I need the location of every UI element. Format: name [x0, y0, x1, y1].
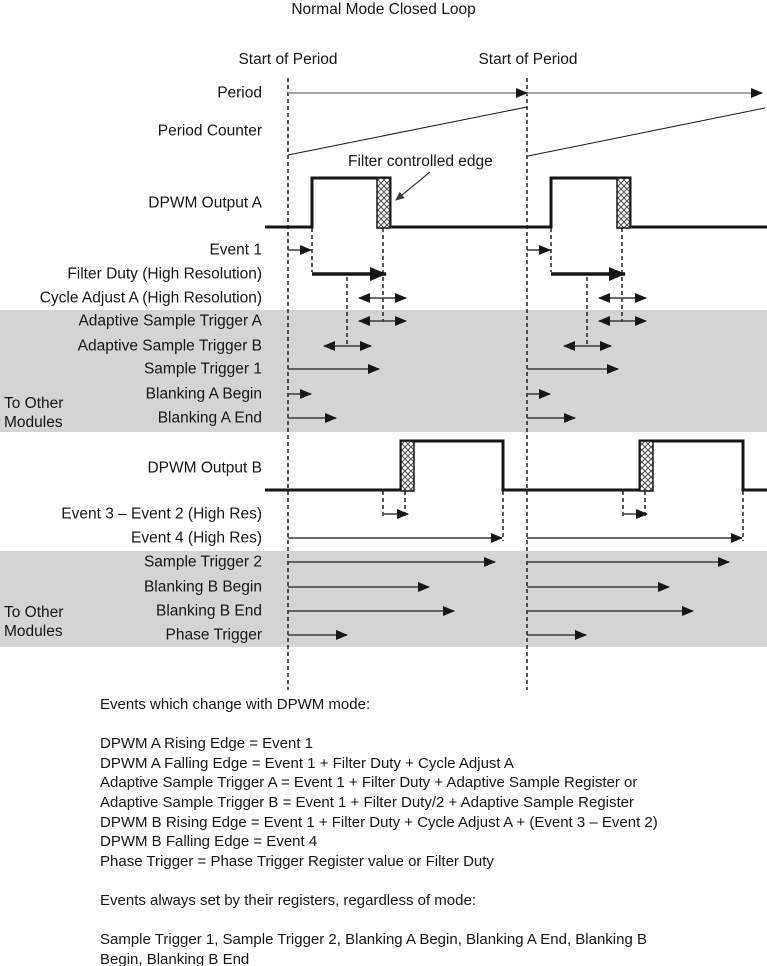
row-label-phase-trigger: Phase Trigger [165, 626, 263, 644]
row-label-adaptive-sample-trigger-a: Adaptive Sample Trigger A [78, 312, 262, 330]
filter-controlled-edge-label: Filter controlled edge [348, 153, 493, 170]
diagram-title: Normal Mode Closed Loop [291, 1, 476, 18]
row-label-cycle-adjust-a: Cycle Adjust A (High Resolution) [39, 289, 262, 307]
to-other-modules-band [0, 310, 767, 432]
note-line: DPWM B Falling Edge = Event 4 [100, 833, 318, 851]
to-other-modules-band [0, 551, 767, 647]
note-line [100, 912, 658, 932]
filter-edge-hatch [400, 440, 415, 492]
dpwm-output-b-wave [265, 439, 767, 492]
filter-edge-hatch [616, 177, 631, 229]
row-label-sample-trigger-1: Sample Trigger 1 [143, 360, 262, 378]
notes-block: Events which change with DPWM mode: DPWM … [100, 696, 658, 966]
start-of-period-label-1: Start of Period [238, 51, 338, 68]
row-label-sample-trigger-2: Sample Trigger 2 [143, 553, 262, 571]
period-counter-ramp [287, 106, 528, 156]
row-label-adaptive-sample-trigger-b: Adaptive Sample Trigger B [77, 337, 262, 355]
filter-edge-hatch [376, 177, 391, 229]
to-other-modules-label-2: To Other Modules [4, 604, 64, 640]
note-line [100, 872, 658, 892]
row-label-blanking-b-begin: Blanking B Begin [143, 578, 262, 596]
note-line: DPWM A Falling Edge = Event 1 + Filter D… [100, 754, 514, 772]
row-label-blanking-a-end: Blanking A End [157, 409, 262, 427]
note-line: Adaptive Sample Trigger B = Event 1 + Fi… [100, 793, 635, 811]
row-label-event-1: Event 1 [209, 241, 262, 259]
note-line: Events which change with DPWM mode: [100, 696, 371, 713]
row-label-event-4: Event 4 (High Res) [131, 529, 262, 547]
row-label-blanking-b-end: Blanking B End [156, 602, 262, 620]
row-label-event-3-minus-event-2: Event 3 – Event 2 (High Res) [61, 505, 262, 523]
row-label-blanking-a-begin: Blanking A Begin [145, 385, 262, 403]
row-label-filter-duty: Filter Duty (High Resolution) [67, 265, 262, 283]
row-label-dpwm-output-b: DPWM Output B [147, 459, 262, 477]
start-of-period-label-2: Start of Period [478, 51, 578, 68]
note-line: Begin, Blanking B End [100, 950, 250, 966]
note-line: Adaptive Sample Trigger A = Event 1 + Fi… [100, 774, 638, 792]
row-label-dpwm-output-a: DPWM Output A [148, 194, 262, 212]
row-label-period: Period [217, 84, 262, 102]
filter-edge-hatch [639, 440, 654, 492]
dpwm-output-a-wave [265, 176, 767, 229]
period-counter-ramp [527, 107, 766, 157]
filter-edge-callout-arrow [395, 171, 431, 201]
row-label-period-counter: Period Counter [157, 122, 262, 140]
note-line: DPWM B Rising Edge = Event 1 + Filter Du… [100, 813, 658, 831]
note-line: DPWM A Rising Edge = Event 1 [100, 735, 314, 753]
note-line: Phase Trigger = Phase Trigger Register v… [100, 852, 494, 870]
note-line [100, 716, 658, 736]
note-line: Sample Trigger 1, Sample Trigger 2, Blan… [100, 931, 647, 949]
note-line: Events always set by their registers, re… [100, 891, 476, 909]
to-other-modules-label-1: To Other Modules [4, 395, 64, 431]
